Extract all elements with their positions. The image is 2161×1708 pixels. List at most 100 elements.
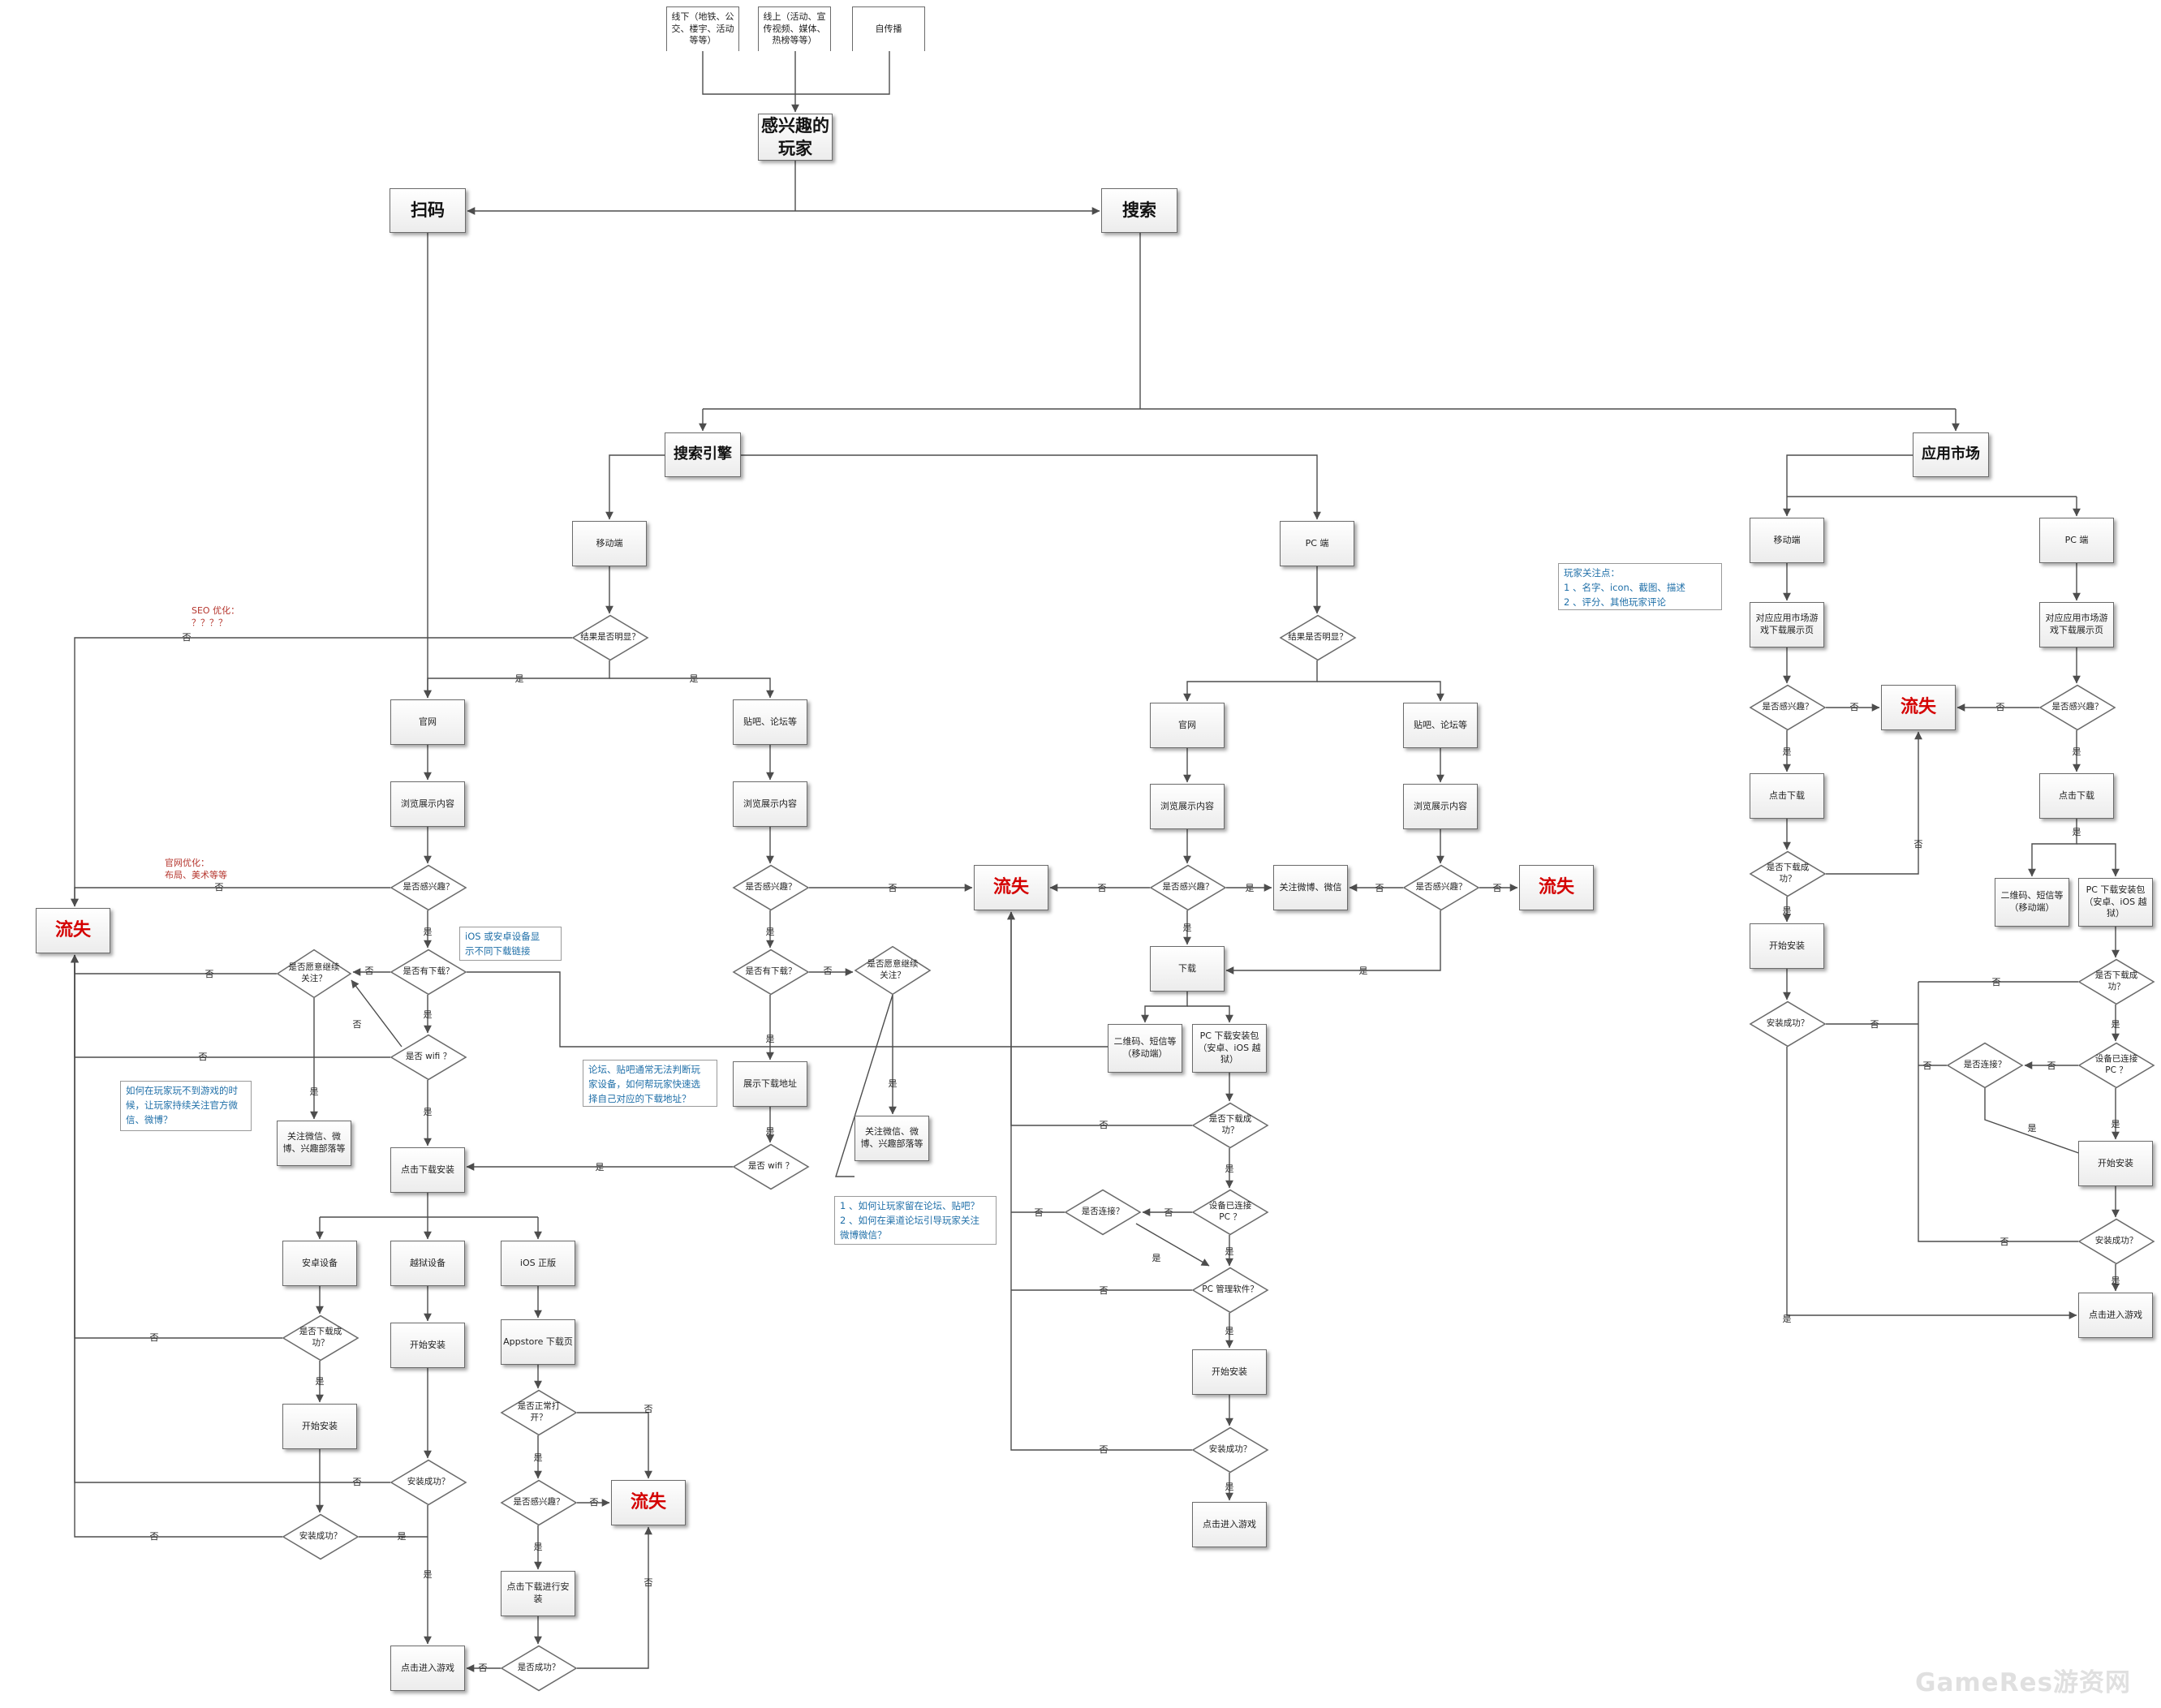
android-start-install: 开始安装 <box>282 1404 357 1449</box>
am-enter-game: 点击进入游戏 <box>2078 1293 2153 1338</box>
decision-m-has-download-2: 是否有下载？ <box>733 949 809 995</box>
edge-label: 是 <box>1225 1326 1234 1336</box>
edge-label: 否 <box>150 1332 159 1343</box>
ios-android-note: iOS 或安卓设备显 示不同下载链接 <box>459 927 562 961</box>
edge-label: 否 <box>205 969 214 979</box>
connector <box>702 51 890 95</box>
source-self-spread: 自传播 <box>852 6 925 51</box>
decision-am-p-install-ok: 安装成功？ <box>2078 1219 2155 1264</box>
lost-left: 流失 <box>36 908 110 953</box>
enter-game-left: 点击进入游戏 <box>390 1646 465 1691</box>
decision-p-connected: 设备已连接 PC ？ <box>1192 1190 1268 1235</box>
edge-label: 否 <box>1992 977 2001 987</box>
connector <box>2077 843 2120 877</box>
edge-label: 否 <box>353 1477 362 1487</box>
edge-label: 是 <box>690 673 699 684</box>
edge-label: 是 <box>515 673 524 684</box>
connector <box>351 979 402 1048</box>
edge-label: 是 <box>1783 906 1792 916</box>
edge-label: 否 <box>1870 1019 1879 1030</box>
decision-p-dl-ok: 是否下载成功？ <box>1192 1103 1268 1148</box>
connector <box>1225 910 1441 974</box>
edge-label: 否 <box>824 966 833 976</box>
edge-label: 是 <box>398 1531 407 1542</box>
decision-android-dl-ok: 是否下载成功？ <box>282 1315 359 1361</box>
lost-pc-forum: 流失 <box>1519 865 1594 910</box>
interested-player: 感兴趣的玩家 <box>758 114 833 161</box>
edge-label: 否 <box>1493 883 1502 893</box>
edge-label: 否 <box>1923 1061 1932 1071</box>
edge-label: 是 <box>424 1569 433 1580</box>
jailbreak-device: 越狱设备 <box>390 1241 465 1286</box>
connector <box>741 454 1321 520</box>
ios-official: iOS 正版 <box>501 1241 575 1286</box>
edge-label: 是 <box>424 1009 433 1020</box>
lost-app-market: 流失 <box>1881 685 1956 730</box>
source-offline: 线下（地铁、公交、楼宇、活动等等） <box>666 6 739 51</box>
connector <box>71 954 277 974</box>
m-forum: 贴吧、论坛等 <box>733 699 807 745</box>
p-browse-2: 浏览展示内容 <box>1403 784 1478 829</box>
edge-label: 否 <box>2047 1061 2056 1071</box>
m-browse-1: 浏览展示内容 <box>390 781 465 827</box>
edge-label: 是 <box>2028 1123 2037 1134</box>
p-start-install: 开始安装 <box>1192 1349 1267 1395</box>
decision-p-interest-2: 是否感兴趣？ <box>1403 865 1479 910</box>
decision-m-interest-2: 是否感兴趣？ <box>733 865 809 910</box>
edge-label: 是 <box>2111 1019 2120 1030</box>
p-follow-weibo-wechat: 关注微博、微信 <box>1273 865 1348 910</box>
connector <box>1918 982 2078 1242</box>
am-pc: PC 端 <box>2039 518 2114 563</box>
edge-label: 否 <box>1098 883 1107 893</box>
forum-device-note: 论坛、贴吧通常无法判断玩 家设备，如何帮玩家快速选 择自己对应的下载地址？ <box>583 1060 717 1107</box>
decision-am-m-interest: 是否感兴趣？ <box>1750 685 1826 730</box>
connector <box>71 637 572 907</box>
m-browse-2: 浏览展示内容 <box>733 781 807 827</box>
forum-stay-note: 1 、如何让玩家留在论坛、贴吧？ 2 、如何在渠道论坛引导玩家关注 微博微信？ <box>834 1196 997 1245</box>
connector <box>71 887 390 907</box>
decision-ios-interest: 是否感兴趣？ <box>501 1480 577 1525</box>
connector <box>1141 992 1188 1023</box>
edge-label: 否 <box>1100 1285 1108 1296</box>
m-follow-wechat-1: 关注微信、微博、兴趣部落等 <box>277 1121 351 1166</box>
edge-label: 是 <box>2111 1119 2120 1129</box>
official-optimize-note: 官网优化： 布局、美术等等 <box>165 858 227 881</box>
edge-label: 是 <box>1783 1314 1792 1324</box>
decision-m-keep-follow-1: 是否愿意继续关注？ <box>277 949 351 998</box>
edge-label: 否 <box>1035 1207 1044 1218</box>
p-download: 下载 <box>1150 946 1225 992</box>
m-show-address: 展示下载地址 <box>733 1061 807 1107</box>
search-engine: 搜索引擎 <box>665 432 741 477</box>
edge-label: 是 <box>1246 883 1255 893</box>
connector <box>71 954 282 1538</box>
m-official-site: 官网 <box>390 699 465 745</box>
app-market: 应用市场 <box>1913 432 1989 477</box>
edge-label: 否 <box>1914 839 1923 850</box>
ios-click-install: 点击下载进行安装 <box>501 1571 575 1616</box>
appstore-page: Appstore 下载页 <box>501 1319 575 1365</box>
edge-label: 是 <box>596 1162 605 1172</box>
p-official-site: 官网 <box>1150 703 1225 748</box>
decision-am-p-dl-ok: 是否下载成功？ <box>2078 959 2155 1005</box>
edge-label: 否 <box>644 1577 653 1588</box>
am-p-qr-sms: 二维码、短信等（移动端） <box>1995 878 2069 927</box>
scan-code: 扫码 <box>390 188 466 233</box>
edge-label: 是 <box>1225 1482 1234 1492</box>
p-forum: 贴吧、论坛等 <box>1403 703 1478 748</box>
edge-label: 是 <box>534 1542 543 1552</box>
watermark: GameRes游资网 <box>1915 1668 2132 1697</box>
edge-label: 否 <box>1996 702 2005 712</box>
connector <box>71 954 282 1339</box>
connector <box>2028 819 2077 877</box>
se-pc: PC 端 <box>1280 521 1354 566</box>
connector <box>835 994 893 1177</box>
am-mobile-page: 对应应用市场游戏下载展示页 <box>1750 602 1824 647</box>
edge-label: 是 <box>2073 827 2081 837</box>
edge-label: 是 <box>1183 923 1192 933</box>
edge-label: 是 <box>2111 1276 2120 1286</box>
connector <box>1187 1005 1233 1023</box>
edge-label: 是 <box>766 1126 775 1137</box>
edge-label: 否 <box>183 632 192 643</box>
decision-m-has-download-1: 是否有下载？ <box>390 949 467 995</box>
p-enter-game: 点击进入游戏 <box>1192 1502 1267 1547</box>
